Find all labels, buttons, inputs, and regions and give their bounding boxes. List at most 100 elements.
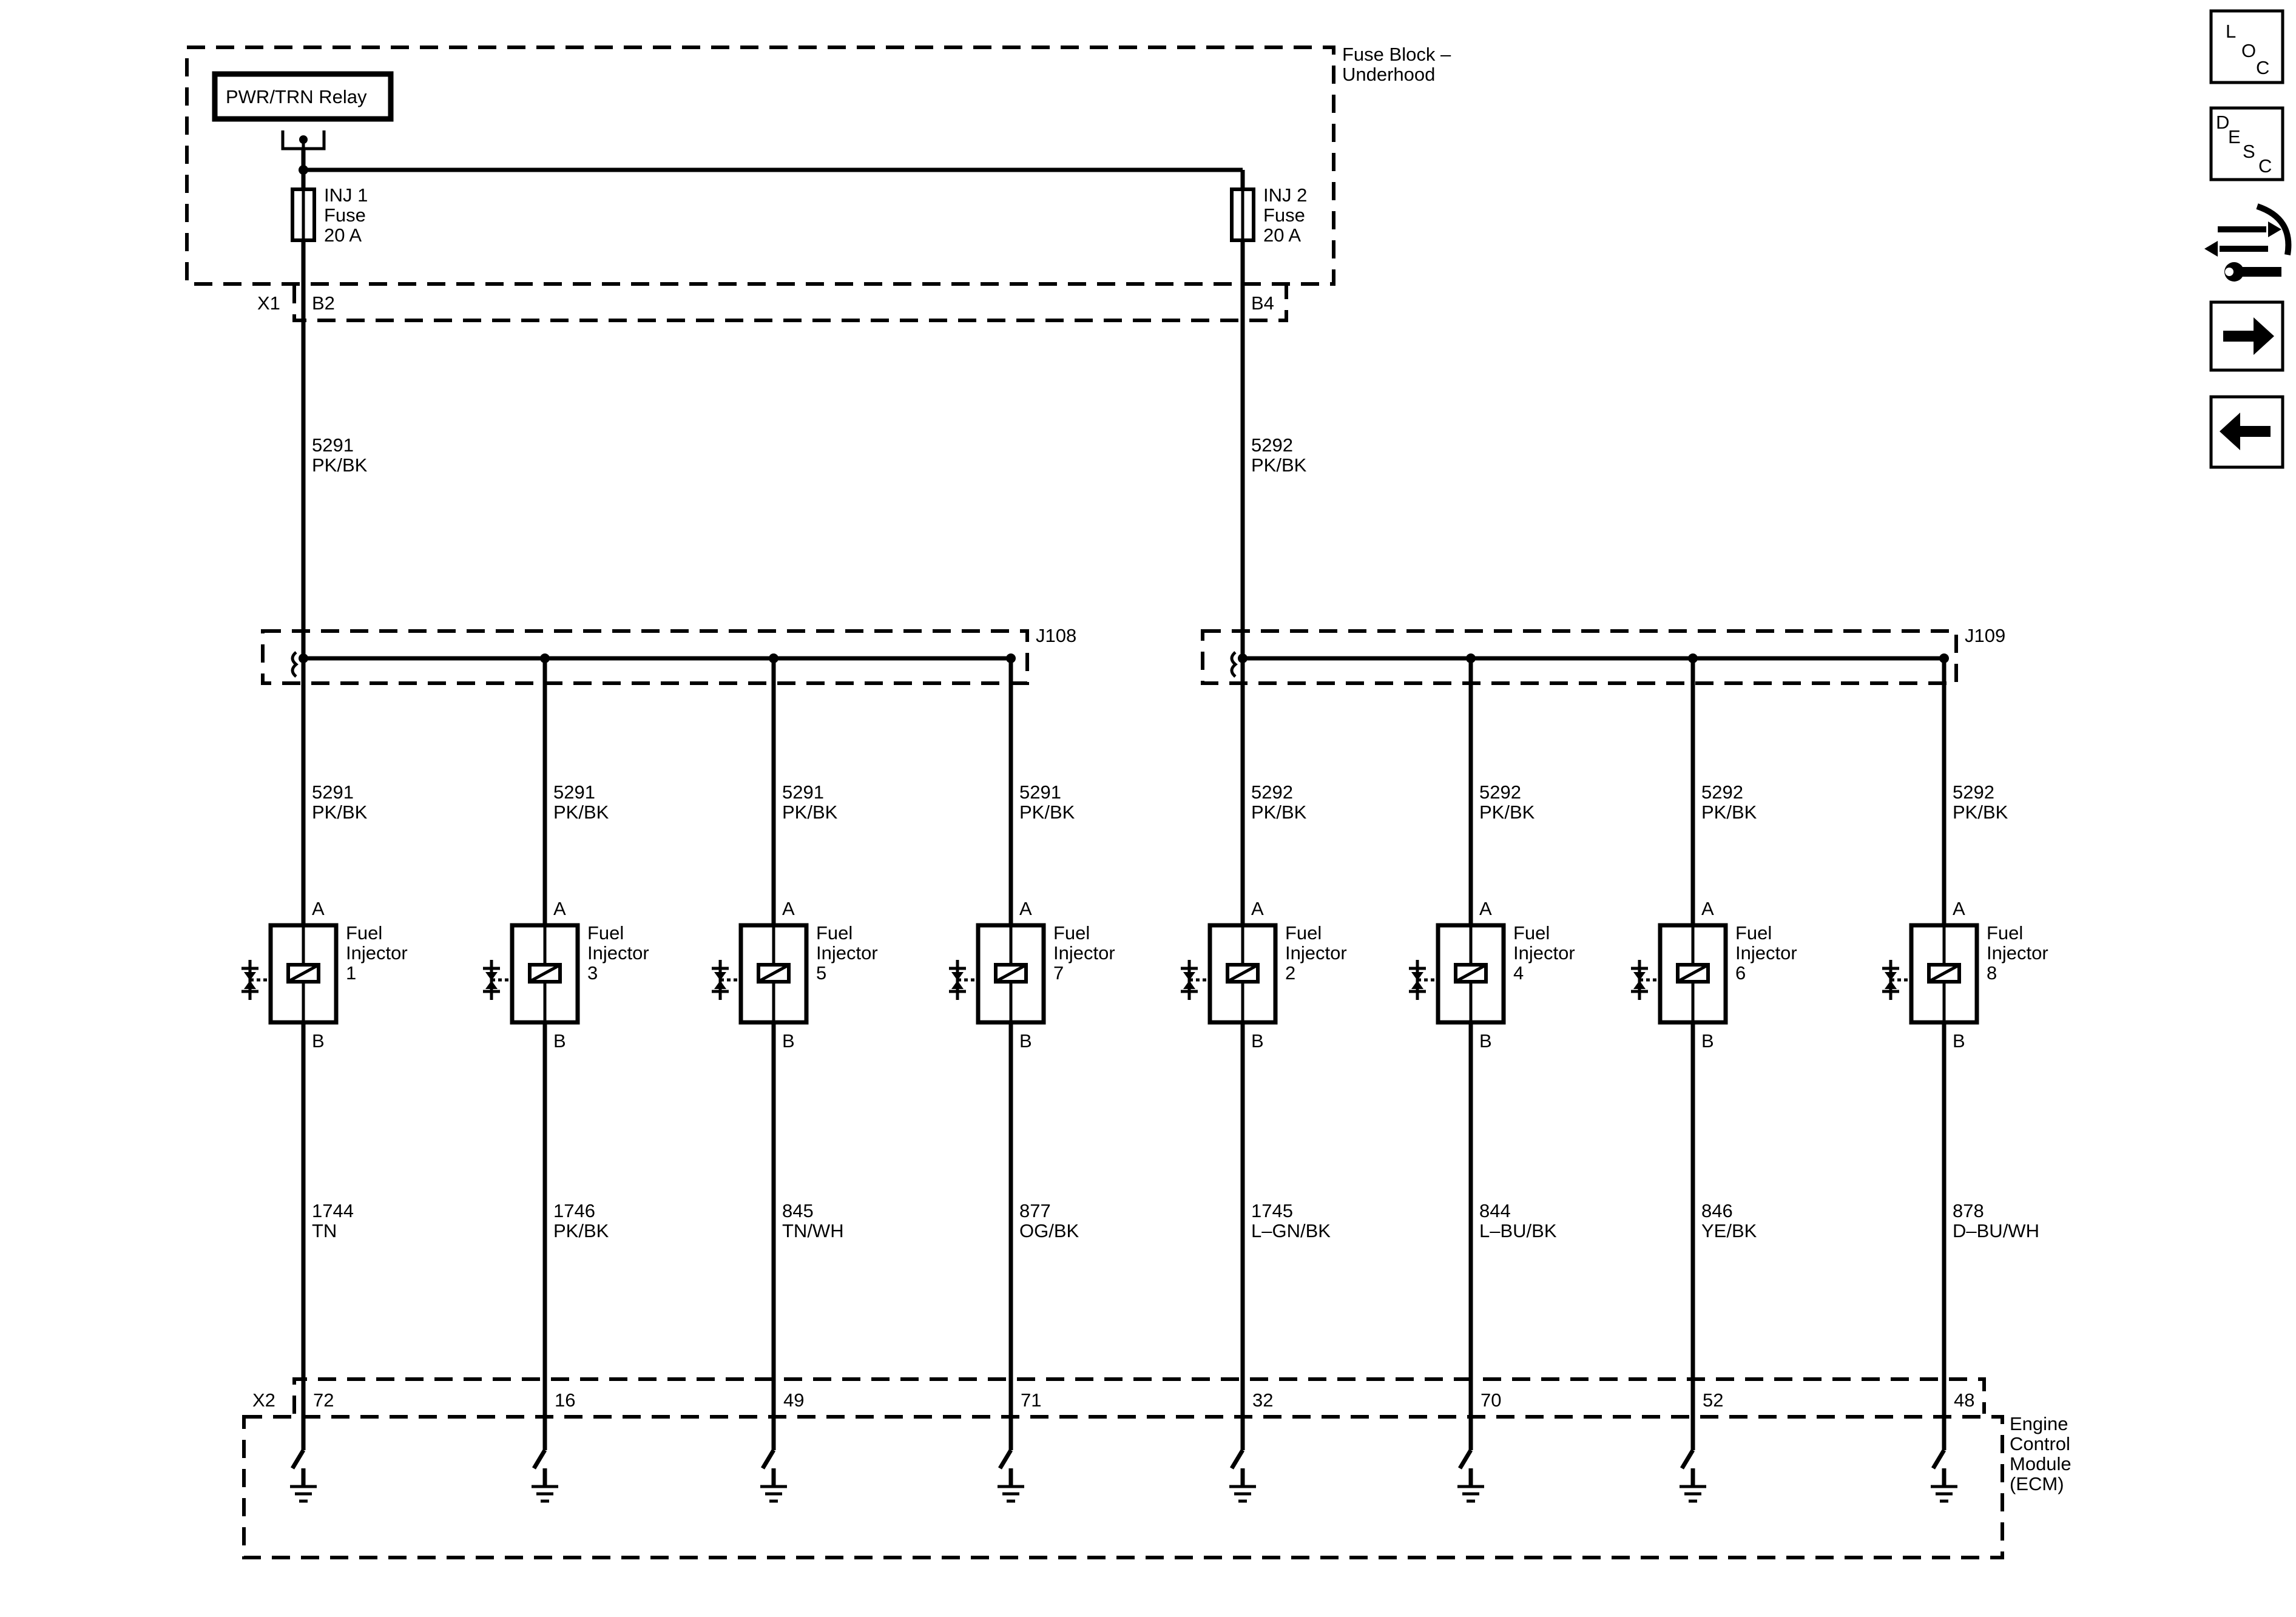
ecm-driver-switch	[290, 1449, 306, 1487]
solenoid-slash	[530, 964, 559, 982]
injector-name-line1: Fuel	[1987, 922, 2023, 944]
ecm-driver-switch	[532, 1449, 547, 1487]
feed-2-circuit: 5292	[1251, 434, 1293, 456]
injector-name-line1: Fuel	[1053, 922, 1090, 944]
ecm-driver-switch	[1457, 1449, 1473, 1487]
splice-dot	[1688, 653, 1698, 663]
x2-label: X2	[252, 1389, 275, 1411]
pin-b2: B2	[312, 292, 335, 314]
pin-a-label: A	[1953, 898, 1965, 919]
ctrl-circuit-label: 1744	[312, 1200, 354, 1221]
ground-icon	[1931, 1485, 1957, 1503]
ctrl-circuit-label: 1746	[553, 1200, 595, 1221]
ground-icon	[532, 1485, 558, 1503]
ctrl-color-label: L–GN/BK	[1251, 1220, 1331, 1241]
ctrl-color-label: OG/BK	[1019, 1220, 1079, 1241]
feed-circuit-label: 5292	[1953, 781, 1994, 803]
pin-b-label: B	[1251, 1030, 1264, 1052]
injector-number: 4	[1513, 962, 1524, 984]
feed-circuit-label: 5292	[1701, 781, 1743, 803]
splice-dot	[769, 653, 778, 663]
j109-label: J109	[1965, 625, 2005, 646]
solenoid-slash	[1228, 964, 1257, 982]
injector-number: 3	[587, 962, 598, 984]
ecm-driver-switch	[1229, 1449, 1245, 1487]
ctrl-color-label: D–BU/WH	[1953, 1220, 2039, 1241]
injector-name-line2: Injector	[816, 942, 878, 964]
pin-a-label: A	[1251, 898, 1264, 919]
injector-name-line2: Injector	[1987, 942, 2048, 964]
solenoid-slash	[1678, 964, 1707, 982]
pin-b-label: B	[553, 1030, 566, 1052]
fuse-1-line1: INJ 1	[324, 184, 368, 206]
ctrl-color-label: L–BU/BK	[1479, 1220, 1557, 1241]
fuse-1-line2: Fuse	[324, 204, 366, 226]
feed-1-circuit: 5291	[312, 434, 354, 456]
relay-label: PWR/TRN Relay	[226, 86, 367, 107]
fuse-2-line2: Fuse	[1263, 204, 1305, 226]
feed-color-label: PK/BK	[1251, 802, 1307, 823]
x1-connector: X1 B2 B4	[257, 285, 1288, 322]
injector-name-line1: Fuel	[587, 922, 624, 944]
splice-dot	[1939, 653, 1949, 663]
fuse-block: Fuse Block – Underhood PWR/TRN Relay INJ…	[185, 44, 1451, 322]
loc-letter-1: L	[2226, 21, 2236, 42]
arrow-left-icon[interactable]	[2209, 395, 2284, 469]
ecm-driver-switch	[998, 1449, 1013, 1487]
pin-a-label: A	[553, 898, 566, 919]
pin-a-label: A	[312, 898, 325, 919]
ecm-pin-label: 72	[313, 1389, 334, 1411]
connector-wrench-icon[interactable]	[2204, 203, 2292, 282]
ctrl-color-label: YE/BK	[1701, 1220, 1757, 1241]
ground-icon	[1457, 1485, 1484, 1503]
splice-j108: J108	[261, 625, 1076, 685]
ground-icon	[760, 1485, 787, 1503]
ecm-driver-switch	[1680, 1449, 1695, 1487]
feed-color-label: PK/BK	[1953, 802, 2008, 823]
injector-number: 5	[816, 962, 826, 984]
pin-a-label: A	[1701, 898, 1714, 919]
injector-name-line1: Fuel	[816, 922, 853, 944]
desc-letter-3: S	[2243, 141, 2255, 162]
j108-label: J108	[1036, 625, 1076, 646]
ground-icon	[998, 1485, 1024, 1503]
ground-icon	[290, 1485, 317, 1503]
ecm-driver-switch	[760, 1449, 776, 1487]
injector-name-line2: Injector	[1735, 942, 1797, 964]
fuse-2-line1: INJ 2	[1263, 184, 1307, 206]
ctrl-circuit-label: 878	[1953, 1200, 1984, 1221]
splice-dot	[540, 653, 550, 663]
desc-letter-4: C	[2258, 155, 2272, 177]
arrow-right-icon[interactable]	[2209, 300, 2284, 372]
pin-b-label: B	[1701, 1030, 1714, 1052]
ctrl-color-label: PK/BK	[553, 1220, 609, 1241]
desc-button[interactable]: D E S C	[2209, 106, 2284, 181]
pin-b4: B4	[1251, 292, 1274, 314]
ctrl-circuit-label: 1745	[1251, 1200, 1293, 1221]
injector-number: 2	[1285, 962, 1295, 984]
splice-dot	[1006, 653, 1016, 663]
injector-name-line2: Injector	[1053, 942, 1115, 964]
ecm-pin-label: 16	[555, 1389, 575, 1411]
splice-j109: J109	[1201, 625, 2005, 685]
feed-circuit-label: 5291	[312, 781, 354, 803]
ctrl-circuit-label: 877	[1019, 1200, 1051, 1221]
feed-color-label: PK/BK	[312, 802, 368, 823]
injector-name-line2: Injector	[587, 942, 649, 964]
injector-number: 6	[1735, 962, 1746, 984]
desc-letter-2: E	[2228, 126, 2241, 147]
ctrl-circuit-label: 846	[1701, 1200, 1733, 1221]
injector-number: 8	[1987, 962, 1997, 984]
ecm-pin-label: 71	[1021, 1389, 1041, 1411]
ctrl-circuit-label: 844	[1479, 1200, 1511, 1221]
loc-button[interactable]: L O C	[2209, 9, 2284, 84]
ground-icon	[1680, 1485, 1706, 1503]
injector-name-line2: Injector	[1513, 942, 1575, 964]
ecm-pin-label: 32	[1252, 1389, 1273, 1411]
ecm-pin-label: 52	[1703, 1389, 1723, 1411]
